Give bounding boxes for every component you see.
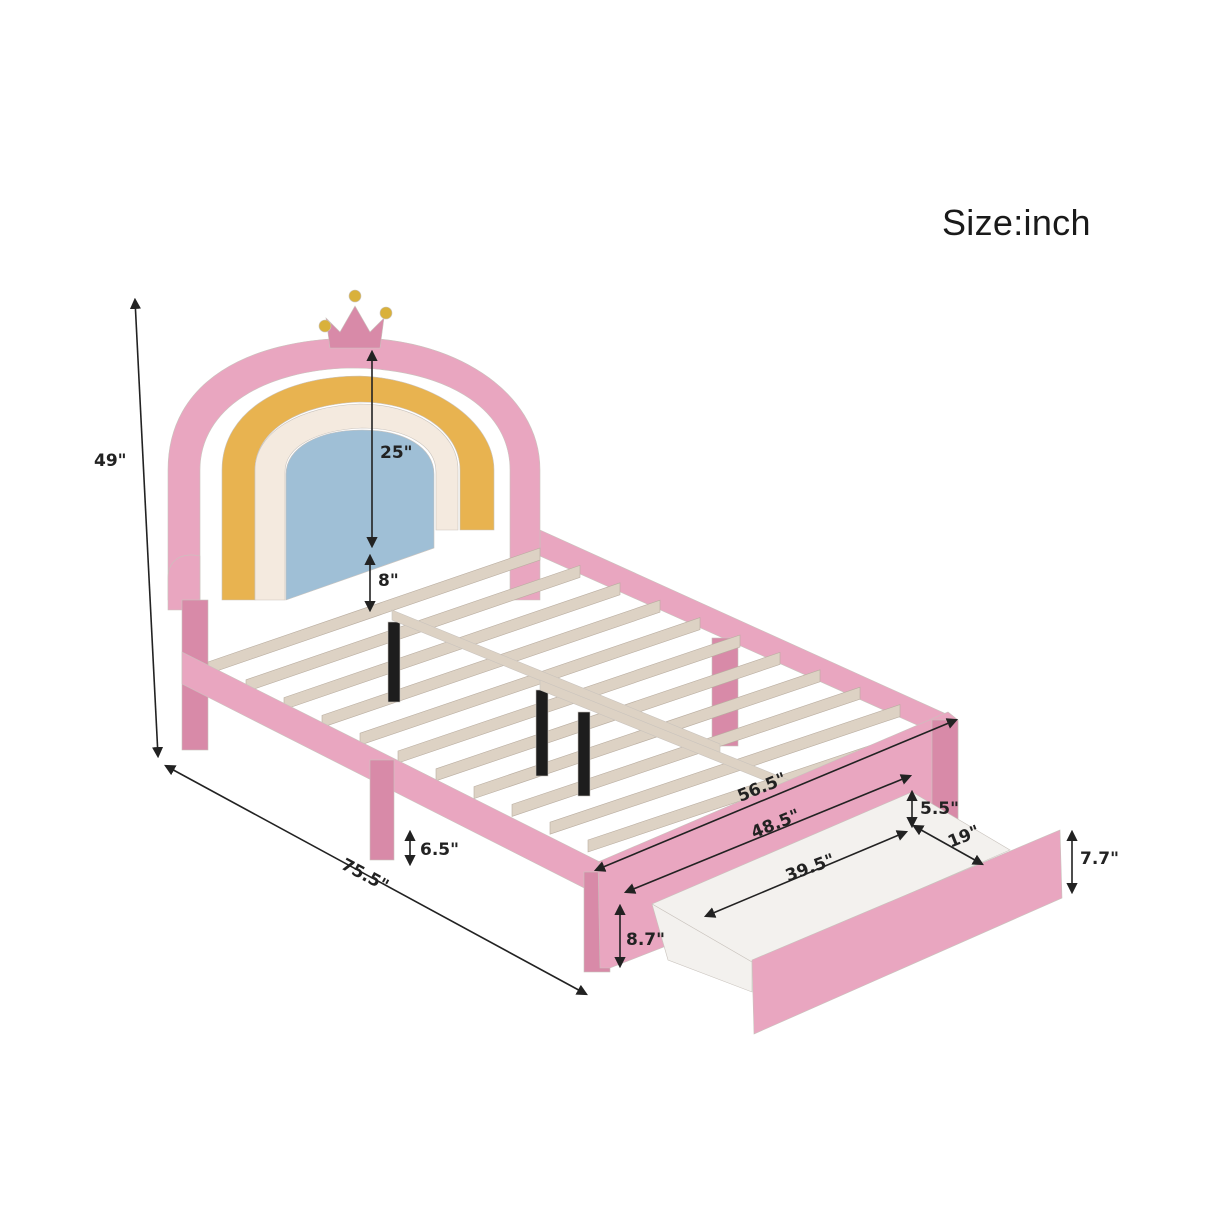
dim-headboard-gap: 8" <box>378 571 399 591</box>
drawer-front-panel <box>751 829 1063 1035</box>
dim-headboard-height: 25" <box>380 443 413 463</box>
rainbow-blue-panel <box>285 429 435 601</box>
dim-total-height: 49" <box>94 451 127 471</box>
dim-leg-clearance: 6.5" <box>420 840 459 860</box>
rainbow-cream-band <box>254 403 459 601</box>
dim-drawer-front-height: 7.7" <box>1080 849 1119 869</box>
dim-drawer-inner-height: 5.5" <box>920 799 959 819</box>
size-unit-title: Size:inch <box>942 202 1091 243</box>
dim-length: 75.5" <box>338 855 392 897</box>
crown-ornament <box>318 289 393 349</box>
rainbow-yellow-band <box>221 375 495 601</box>
far-side-rail <box>539 529 956 747</box>
dim-side-rail-height: 8.7" <box>626 930 665 950</box>
dimension-lines <box>129 297 1078 996</box>
